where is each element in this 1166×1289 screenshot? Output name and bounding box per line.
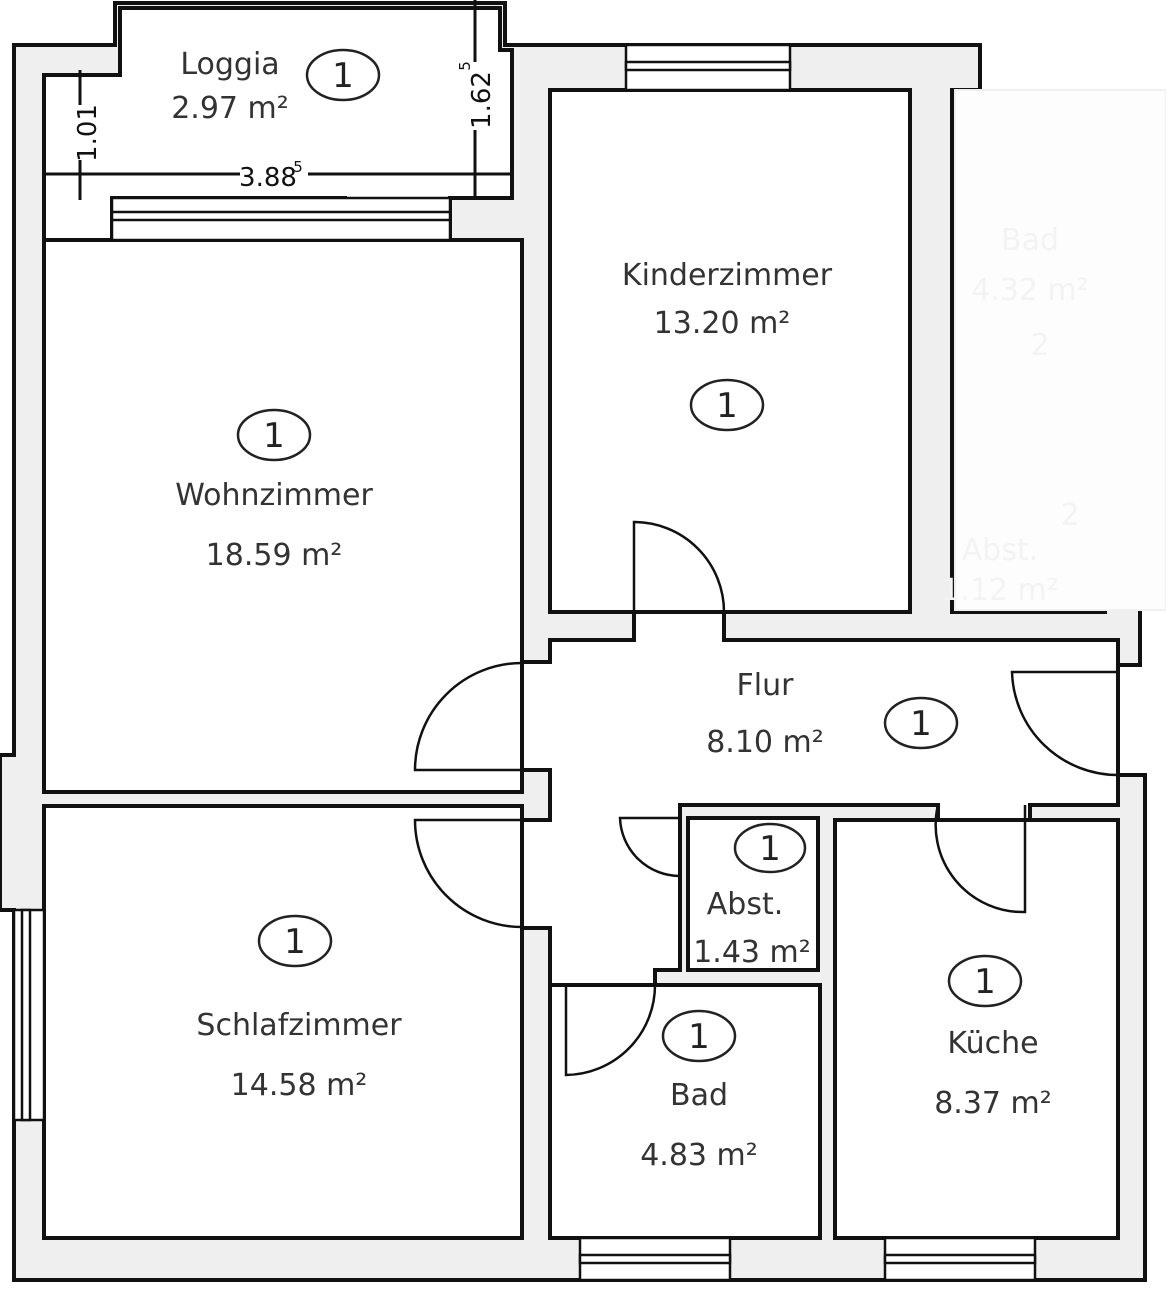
kinderzimmer-area: 13.20 m² bbox=[654, 306, 791, 341]
bad-area: 4.83 m² bbox=[640, 1138, 758, 1173]
loggia-name: Loggia bbox=[180, 47, 279, 82]
room-kinderzimmer[interactable] bbox=[548, 88, 912, 614]
window-kueche bbox=[883, 1236, 1037, 1282]
door-entrance[interactable] bbox=[1010, 670, 1119, 777]
neighbor-abst-unit-number: 2 bbox=[1060, 498, 1079, 533]
abst-unit-number: 1 bbox=[759, 829, 781, 869]
kueche-unit-number: 1 bbox=[974, 962, 996, 1002]
room-wohnzimmer[interactable] bbox=[42, 238, 524, 794]
svg-text:5: 5 bbox=[293, 158, 303, 176]
svg-text:1.62: 1.62 bbox=[467, 71, 497, 129]
kinderzimmer-unit-number: 1 bbox=[716, 386, 738, 426]
door-kueche[interactable] bbox=[934, 804, 1027, 914]
schlafzimmer-unit-number: 1 bbox=[284, 922, 306, 962]
dimension-loggia-left-depth: 1.01 bbox=[73, 70, 103, 200]
neighbor-abst-label: Abst. bbox=[962, 533, 1039, 568]
kueche-name: Küche bbox=[947, 1026, 1038, 1061]
door-kinderzimmer[interactable] bbox=[632, 520, 726, 613]
kueche-area: 8.37 m² bbox=[934, 1086, 1052, 1121]
loggia-area: 2.97 m² bbox=[171, 91, 289, 126]
neighbor-bad-area: 4.32 m² bbox=[971, 273, 1089, 308]
neighbor-bad-label: Bad bbox=[1001, 223, 1059, 258]
room-flur[interactable] bbox=[520, 610, 1120, 987]
door-wohnzimmer[interactable] bbox=[413, 661, 523, 772]
abst-unit-badge bbox=[733, 822, 807, 874]
abst-area: 1.43 m² bbox=[693, 935, 811, 970]
dimension-loggia-right-depth: 1.62 5 bbox=[456, 0, 497, 200]
schlafzimmer-name: Schlafzimmer bbox=[196, 1008, 402, 1043]
window-schlafzimmer bbox=[12, 908, 46, 1122]
kinderzimmer-unit-badge bbox=[689, 378, 765, 432]
window-bad bbox=[578, 1236, 732, 1282]
wohnzimmer-unit-number: 1 bbox=[263, 416, 285, 456]
door-schlafzimmer[interactable] bbox=[413, 818, 523, 929]
svg-text:3.88: 3.88 bbox=[239, 163, 297, 193]
bad-name: Bad bbox=[670, 1078, 728, 1113]
kinderzimmer-name: Kinderzimmer bbox=[622, 258, 833, 293]
flur-name: Flur bbox=[737, 668, 795, 703]
flur-unit-badge bbox=[883, 696, 959, 750]
room-schlafzimmer[interactable] bbox=[42, 804, 524, 1240]
bad-unit-badge bbox=[661, 1009, 737, 1063]
flur-area: 8.10 m² bbox=[706, 725, 824, 760]
bad-unit-number: 1 bbox=[688, 1017, 710, 1057]
window-loggia bbox=[110, 196, 452, 242]
wohnzimmer-area: 18.59 m² bbox=[206, 538, 343, 573]
schlafzimmer-unit-badge bbox=[257, 914, 333, 968]
kueche-unit-badge bbox=[947, 954, 1023, 1008]
neighbor-apartment bbox=[954, 89, 1166, 611]
wohnzimmer-unit-badge bbox=[236, 408, 312, 462]
svg-text:1.01: 1.01 bbox=[73, 104, 103, 162]
svg-text:5: 5 bbox=[456, 61, 474, 71]
flur-unit-number: 1 bbox=[910, 704, 932, 744]
wohnzimmer-name: Wohnzimmer bbox=[175, 478, 373, 513]
loggia-unit-number: 1 bbox=[332, 56, 354, 96]
loggia-unit-badge bbox=[305, 48, 381, 102]
door-bad[interactable] bbox=[564, 984, 657, 1077]
neighbor-unit-number: 2 bbox=[1030, 328, 1049, 363]
door-abstellraum[interactable] bbox=[618, 816, 681, 878]
abst-name: Abst. bbox=[707, 887, 784, 922]
dimension-loggia-width: 3.88 5 bbox=[44, 158, 512, 193]
window-kinderzimmer bbox=[624, 43, 792, 92]
schlafzimmer-area: 14.58 m² bbox=[231, 1068, 368, 1103]
neighbor-abst-area: 1.12 m² bbox=[941, 573, 1059, 608]
